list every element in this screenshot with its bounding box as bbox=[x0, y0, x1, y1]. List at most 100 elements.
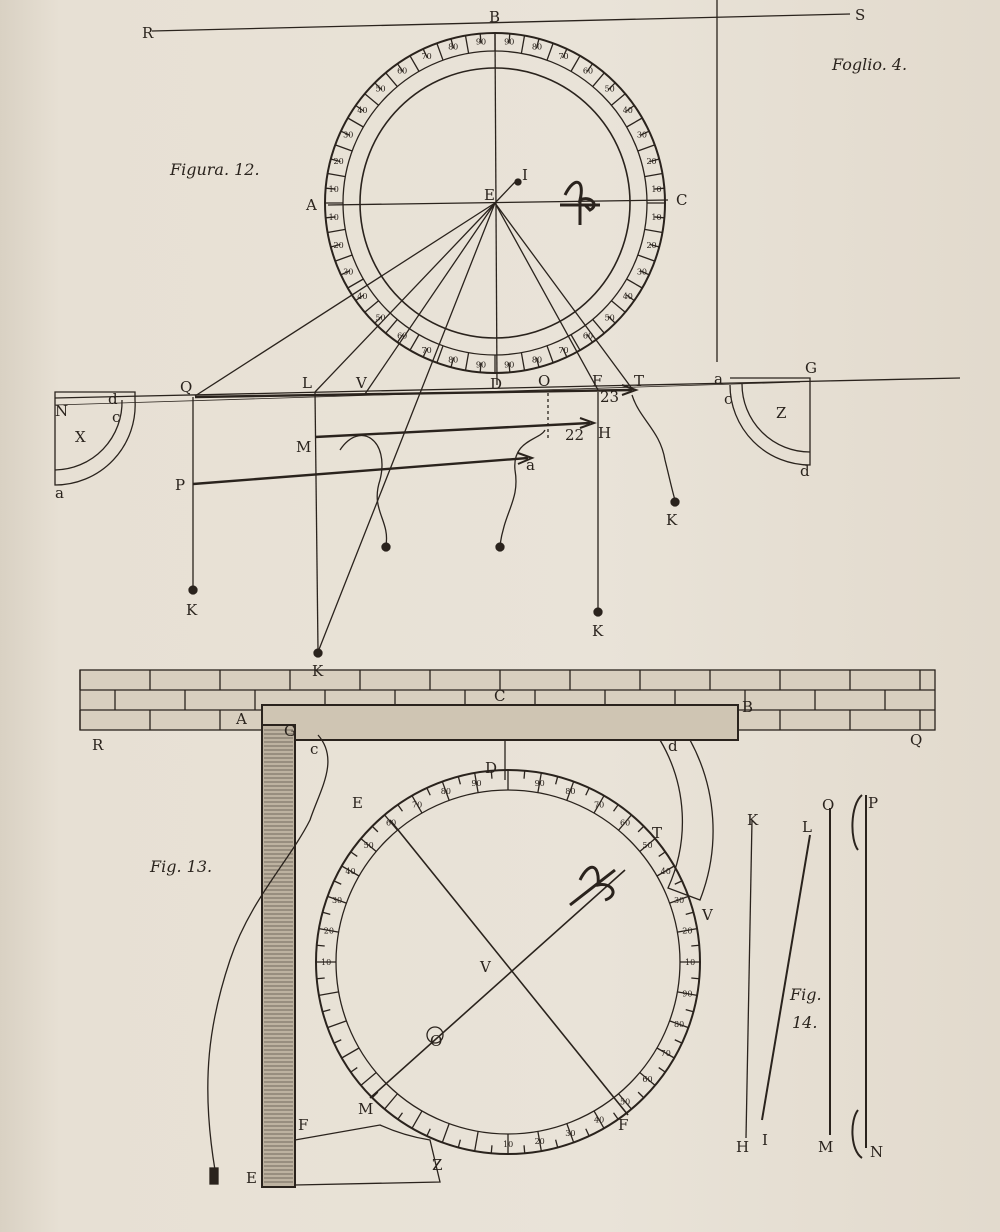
quadrant-x-arc bbox=[54, 399, 123, 471]
point-label: 22 bbox=[565, 426, 584, 444]
scale-tick bbox=[637, 825, 645, 833]
point-label: I bbox=[522, 166, 528, 184]
scale-number: 20 bbox=[334, 157, 344, 166]
scale-tick bbox=[562, 347, 568, 358]
scale-tick bbox=[656, 865, 675, 877]
scale-number: 60 bbox=[386, 819, 396, 828]
point-label: c bbox=[724, 390, 732, 408]
scale-tick bbox=[335, 254, 353, 262]
scale-number: 20 bbox=[535, 1137, 545, 1146]
scale-number: 20 bbox=[646, 157, 656, 166]
scale-number: 30 bbox=[637, 267, 647, 276]
scale-number: 60 bbox=[583, 332, 593, 341]
scale-tick bbox=[586, 63, 594, 73]
point-label: F bbox=[298, 1116, 308, 1134]
scale-number: 10 bbox=[329, 213, 339, 222]
scale-tick bbox=[613, 804, 619, 812]
scale-tick bbox=[649, 243, 660, 248]
bottom-scale bbox=[294, 1124, 441, 1186]
scale-tick bbox=[490, 1145, 493, 1154]
scale-tick bbox=[626, 278, 643, 289]
line-r-s bbox=[151, 13, 851, 32]
point-label: A bbox=[235, 710, 247, 728]
scale-tick bbox=[637, 254, 655, 262]
scale-tick bbox=[566, 781, 575, 801]
scale-tick bbox=[384, 1093, 398, 1110]
scale-number: 90 bbox=[504, 360, 514, 369]
point-label: A bbox=[305, 196, 317, 214]
arrowhead-icon bbox=[621, 384, 639, 396]
scale-tick bbox=[626, 117, 643, 128]
point-label: P bbox=[868, 794, 878, 812]
scale-number: 80 bbox=[532, 43, 542, 52]
scale-tick bbox=[554, 776, 559, 785]
scale-tick bbox=[374, 315, 383, 324]
ticks-13 bbox=[316, 770, 700, 1154]
scale-number: 40 bbox=[623, 292, 633, 301]
plumb-string bbox=[207, 734, 329, 1171]
scale-tick bbox=[464, 352, 470, 371]
scale-tick bbox=[677, 928, 698, 933]
scale-tick bbox=[585, 787, 590, 796]
point-label: N bbox=[55, 402, 68, 420]
scale-tick bbox=[625, 104, 635, 112]
scale-tick bbox=[639, 270, 650, 276]
scale-number: 70 bbox=[594, 800, 604, 809]
point-label: R bbox=[92, 736, 104, 754]
scale-number: 70 bbox=[558, 346, 568, 355]
scale-tick bbox=[611, 93, 626, 106]
horizon-line bbox=[54, 377, 961, 399]
scale-number: 50 bbox=[642, 841, 652, 850]
scale-number: 10 bbox=[651, 185, 661, 194]
scale-number: 60 bbox=[620, 819, 630, 828]
point-label: D bbox=[485, 759, 497, 777]
scale-tick bbox=[411, 795, 423, 814]
scale-number: 40 bbox=[594, 1116, 604, 1125]
sight-lines bbox=[194, 202, 634, 653]
point-label: F bbox=[592, 372, 602, 390]
scale-number: 70 bbox=[422, 346, 432, 355]
scale-tick bbox=[397, 1112, 403, 1120]
arrow-23 bbox=[314, 421, 591, 439]
scale-number: 20 bbox=[682, 926, 692, 935]
scale-tick bbox=[523, 1145, 526, 1154]
scale-tick bbox=[685, 911, 694, 916]
scale-number: 40 bbox=[623, 106, 633, 115]
scale-number: 80 bbox=[448, 43, 458, 52]
scale-tick bbox=[674, 880, 683, 885]
scale-number: 90 bbox=[535, 779, 545, 788]
scale-tick bbox=[436, 43, 444, 61]
scale-tick bbox=[592, 72, 605, 87]
scale-tick bbox=[409, 334, 420, 351]
point-label: d bbox=[668, 737, 678, 755]
scale-tick bbox=[411, 1110, 423, 1129]
scale-tick bbox=[644, 172, 663, 178]
scale-tick bbox=[426, 787, 431, 796]
scale-tick bbox=[350, 851, 358, 857]
scale-number: 50 bbox=[375, 314, 385, 323]
scale-tick bbox=[546, 345, 554, 363]
arrowhead-icon bbox=[579, 417, 597, 429]
point-label: O bbox=[430, 1032, 442, 1050]
line-k-h bbox=[745, 819, 753, 1139]
scale-number: 60 bbox=[642, 1075, 652, 1084]
point-label: E bbox=[352, 794, 363, 812]
scale-number: 10 bbox=[503, 1140, 513, 1149]
point-label: M bbox=[296, 438, 311, 456]
scale-number: 80 bbox=[532, 355, 542, 364]
scale-number: 30 bbox=[637, 131, 647, 140]
scale-number: 40 bbox=[357, 106, 367, 115]
scale-tick bbox=[371, 1091, 379, 1099]
scale-number: 60 bbox=[397, 332, 407, 341]
scale-tick bbox=[347, 117, 364, 128]
scale-tick bbox=[318, 928, 339, 933]
scale-tick bbox=[508, 33, 511, 44]
vertical-diameter bbox=[494, 32, 498, 386]
scale-tick bbox=[333, 880, 342, 885]
line-e-i bbox=[494, 181, 516, 204]
line-e-f bbox=[389, 819, 629, 1116]
point-label: M bbox=[818, 1138, 833, 1156]
scale-number: 10 bbox=[329, 185, 339, 194]
